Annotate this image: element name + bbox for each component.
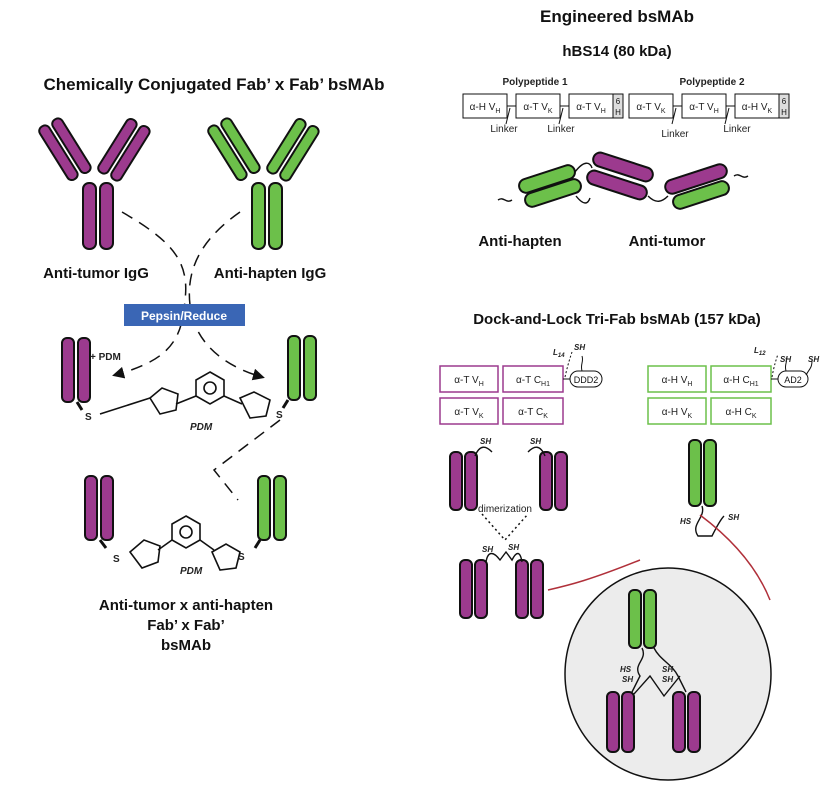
right-title: Engineered bsMAb	[540, 7, 694, 26]
flow-line-join	[212, 419, 281, 501]
dnl-hapten-fab-icon	[688, 439, 717, 507]
polypeptide2-construct	[628, 93, 790, 119]
dnl-tumor-domain-4: α-T CK	[518, 407, 548, 420]
dnl-tumor-dimer-icon	[459, 559, 544, 619]
polypeptide1-label: Polypeptide 1	[502, 77, 567, 88]
dnl-tumor-domain-grid	[439, 365, 564, 425]
sulfur-label-3: S	[113, 554, 120, 565]
complex-hs: HS	[620, 665, 632, 674]
hapten-fab-hs: HS	[680, 517, 692, 526]
pdm-linker-structure-icon	[128, 515, 241, 571]
ddd2-sh-label: SH	[574, 343, 585, 352]
ad2-sh-label-2: SH	[808, 355, 819, 364]
pp1-his-tag-line2: H	[615, 108, 621, 117]
dnl-tumor-fab-pair-icon	[449, 451, 568, 511]
pp2-his-tag-line1: 6	[782, 97, 787, 106]
dnl-title: Dock-and-Lock Tri-Fab bsMAb (157 kDa)	[473, 311, 761, 328]
complex-sh-1: SH	[622, 675, 633, 684]
ad2-tag: AD2	[771, 353, 813, 388]
anti-hapten-igg-label: Anti-hapten IgG	[214, 265, 327, 282]
dimerization-arrows	[481, 513, 529, 542]
pp2-domain-1: α-T VK	[636, 102, 666, 115]
pp2-linker-label-2: Linker	[723, 124, 751, 135]
l14-label: L14	[553, 348, 565, 359]
polypeptide1-construct	[462, 93, 624, 119]
pp1-linker-label-1: Linker	[490, 124, 518, 135]
tumor-fab-sh-2: SH	[530, 437, 541, 446]
pepsin-reduce-label: Pepsin/Reduce	[141, 309, 227, 323]
conjugate-hapten-arm-icon	[257, 475, 287, 541]
dnl-tumor-domain-3: α-T VK	[454, 407, 484, 420]
fab-hapten-icon	[287, 335, 317, 401]
hbs14-diabody-icon	[497, 151, 749, 210]
product-label-line3: bsMAb	[161, 637, 211, 654]
dnl-hapten-domain-4: α-H CK	[725, 407, 756, 420]
product-label-line2: Fab’ x Fab’	[147, 617, 225, 634]
sulfur-label-1: S	[85, 412, 92, 423]
plus-pdm-label: + PDM	[90, 352, 121, 363]
tumor-fab-sh-1: SH	[480, 437, 491, 446]
ddd2-label: DDD2	[574, 375, 599, 385]
connector-line-right	[699, 514, 771, 601]
conjugate-tumor-arm-icon	[84, 475, 114, 541]
dimerization-label: dimerization	[478, 504, 532, 515]
assembled-complex-oval	[564, 567, 772, 781]
tumor-dimer-sh-2: SH	[508, 543, 519, 552]
pp1-his-tag-line1: 6	[616, 97, 621, 106]
fab-tumor-icon	[61, 337, 91, 403]
product-label-line1: Anti-tumor x anti-hapten	[99, 597, 273, 614]
pp1-domain-1: α-H VH	[470, 102, 501, 115]
tumor-dimer-sh-1: SH	[482, 545, 493, 554]
pp2-domain-3: α-H VK	[742, 102, 773, 115]
left-title: Chemically Conjugated Fab’ x Fab’ bsMAb	[43, 75, 384, 94]
pp1-linker-label-2: Linker	[547, 124, 575, 135]
pdm-structure-icon	[99, 371, 271, 419]
connector-line-left	[547, 559, 641, 591]
pp2-his-tag-line2: H	[781, 108, 787, 117]
anti-tumor-label: Anti-tumor	[629, 233, 706, 250]
ddd2-tag: DDD2	[563, 351, 603, 388]
hapten-fab-sh: SH	[728, 513, 739, 522]
assembled-complex-icon	[606, 589, 701, 753]
dnl-hapten-domain-grid	[647, 365, 772, 425]
hbs14-subtitle: hBS14 (80 kDa)	[562, 43, 671, 60]
dnl-hapten-domain-1: α-H VH	[662, 375, 693, 388]
pp2-domain-2: α-T VH	[689, 102, 719, 115]
polypeptide2-label: Polypeptide 2	[679, 77, 744, 88]
complex-sh-2: SH	[662, 665, 673, 674]
pdm-label-1: PDM	[190, 422, 213, 433]
sulfur-label-4: S	[238, 552, 245, 563]
ad2-sh-label-1: SH	[780, 355, 791, 364]
anti-hapten-igg-icon	[207, 117, 320, 250]
ad2-label: AD2	[784, 375, 802, 385]
anti-tumor-igg-label: Anti-tumor IgG	[43, 265, 149, 282]
l12-label: L12	[754, 346, 766, 357]
flow-curve-tumor	[112, 211, 187, 379]
sulfur-label-2: S	[276, 410, 283, 421]
dnl-hapten-domain-3: α-H VK	[662, 407, 693, 420]
complex-sh-3: SH	[662, 675, 673, 684]
dnl-tumor-domain-2: α-T CH1	[516, 375, 550, 388]
pepsin-reduce-badge: Pepsin/Reduce	[124, 304, 245, 326]
anti-tumor-igg-icon	[38, 117, 151, 250]
dnl-hapten-domain-2: α-H CH1	[723, 375, 758, 388]
pp1-domain-2: α-T VK	[523, 102, 553, 115]
anti-hapten-label: Anti-hapten	[478, 233, 561, 250]
pp2-linker-label-1: Linker	[661, 129, 689, 140]
pp1-domain-3: α-T VH	[576, 102, 606, 115]
pdm-label-2: PDM	[180, 566, 203, 577]
dnl-tumor-domain-1: α-T VH	[454, 375, 484, 388]
